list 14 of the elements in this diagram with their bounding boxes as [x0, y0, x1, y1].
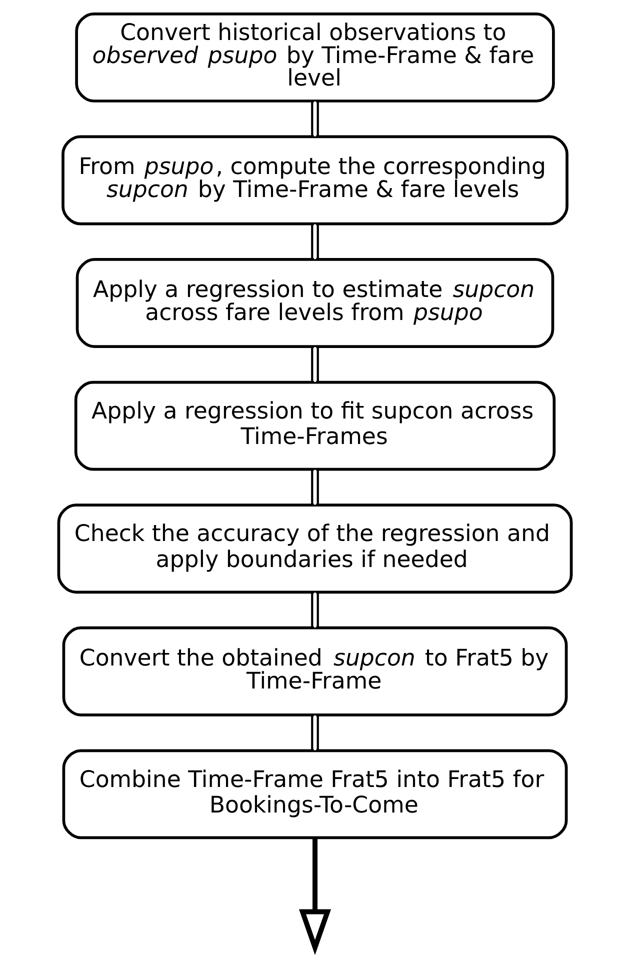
node-box: Combine Time-Frame Frat5 into Frat5 for Bookings-To-Come: [62, 749, 568, 840]
node-box: Convert the obtained supcon to Frat5 by Time-Frame: [62, 626, 568, 716]
node-box: Convert historical observations to observed psupo by Time-Frame & fare level: [74, 12, 554, 102]
arrow: [298, 838, 331, 955]
node-box: Apply a regression to fit supcon across Time-Frames: [74, 380, 556, 471]
node-box: Apply a regression to estimate supcon across fare levels from psupo: [75, 258, 554, 348]
connector: [310, 224, 318, 260]
connector: [310, 592, 318, 628]
connector: [310, 715, 318, 750]
connector: [310, 347, 318, 382]
node-box: Check the accuracy of the regression and apply boundaries if needed: [56, 504, 572, 594]
connector: [310, 470, 318, 505]
node-box: From psupo, compute the corresponding supcon by Time-Frame & fare levels: [61, 135, 568, 226]
connector: [310, 102, 318, 136]
